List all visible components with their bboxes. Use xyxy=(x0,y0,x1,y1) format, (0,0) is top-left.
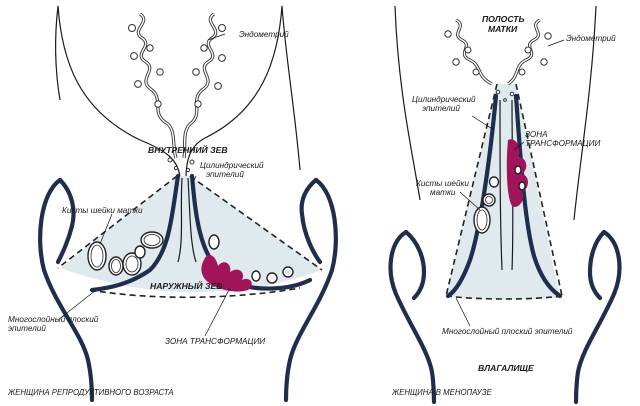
right-transformation-cysts xyxy=(514,165,526,191)
right-caption: ЖЕНЩИНА В МЕНОПАУЗЕ xyxy=(391,388,493,397)
right-fornix-right xyxy=(587,229,607,301)
right-fornix-left xyxy=(403,229,427,301)
left-label-squamous-1: Многослойный плоский xyxy=(8,315,99,324)
left-gland-left xyxy=(136,12,178,159)
right-label-endometrium: Эндометрий xyxy=(566,34,616,43)
left-vaginal-wall-left xyxy=(38,177,95,403)
left-zone-dash-left xyxy=(57,175,178,269)
right-label-zone-2: ТРАНСФОРМАЦИИ xyxy=(525,139,600,148)
right-label-squamous: Многослойный плоский эпителий xyxy=(442,327,573,336)
right-label-columnar-2: эпителий xyxy=(422,104,460,113)
left-transformation-cysts xyxy=(208,234,294,284)
left-label-columnar-2: эпителий xyxy=(206,170,244,179)
left-canal-lumen xyxy=(177,177,197,263)
right-canal-left xyxy=(445,93,499,299)
left-caption: ЖЕНЩИНА РЕПРОДУКТИВНОГО ВОЗРАСТА xyxy=(7,388,174,397)
left-zone-dash-right xyxy=(189,175,323,271)
left-body-contour-left xyxy=(54,5,61,101)
left-ptr-transformation xyxy=(204,287,231,337)
left-ptr-columnar xyxy=(191,175,197,185)
left-body-contour-right xyxy=(281,5,301,171)
right-ptr-zone xyxy=(513,141,525,151)
left-cysts xyxy=(87,231,164,276)
left-fornix-left xyxy=(55,177,76,265)
left-ptr-squamous xyxy=(57,289,97,321)
right-uterus-outline-right xyxy=(573,5,597,221)
left-label-squamous-2: эпителий xyxy=(8,324,46,333)
right-ptr-cysts xyxy=(459,191,481,211)
left-gland-right xyxy=(182,12,218,159)
right-zone-dash-right xyxy=(515,83,563,297)
left-label-endometrium: Эндометрий xyxy=(239,30,289,39)
right-ptr-squamous xyxy=(455,297,471,327)
right-uterus-outline-left xyxy=(394,5,421,201)
right-label-zone-1: ЗОНА xyxy=(525,130,548,139)
right-cysts xyxy=(473,176,500,234)
right-label-cysts-1: Кисты шейки xyxy=(416,179,469,188)
left-label-internal-os: ВНУТРЕННИЙ ЗЕВ xyxy=(148,144,228,155)
right-zone-dash-left xyxy=(445,83,498,297)
right-ptr-columnar xyxy=(471,115,495,131)
left-ptr-cysts xyxy=(99,213,113,245)
right-vaginal-wall-right xyxy=(573,229,622,405)
right-label-cysts-2: матки xyxy=(430,188,456,197)
right-label-cavity-1: ПОЛОСТЬ xyxy=(482,14,525,24)
left-label-transformation: ЗОНА ТРАНСФОРМАЦИИ xyxy=(165,337,265,346)
left-zone-dash-bottom xyxy=(89,287,301,299)
left-transformation-zone xyxy=(201,254,252,292)
left-gland-right-lumen xyxy=(183,13,217,159)
right-diagram: ПОЛОСТЬ МАТКИ Эндометрий Цилиндрический … xyxy=(388,5,622,405)
right-label-columnar-1: Цилиндрический xyxy=(412,95,476,104)
left-fornix-right xyxy=(299,177,323,265)
left-diagram: Эндометрий ВНУТРЕННИЙ ЗЕВ Цилиндрический… xyxy=(7,5,338,403)
left-ptr-endometrium xyxy=(207,33,226,41)
left-vaginal-wall-right xyxy=(283,177,338,403)
right-ptr-endometrium xyxy=(547,39,565,47)
left-canal-left xyxy=(89,173,181,293)
left-label-columnar-1: Цилиндрический xyxy=(200,161,264,170)
left-gland-left-lumen xyxy=(137,13,177,159)
right-label-vagina: ВЛАГАЛИЩЕ xyxy=(478,363,534,373)
left-label-cysts: Кисты шейки матки xyxy=(62,206,143,215)
right-canal-right xyxy=(513,93,563,299)
left-uterus-outline xyxy=(57,5,283,181)
right-gland-cells xyxy=(444,30,552,102)
right-zone-dash-bottom xyxy=(445,295,563,300)
right-label-cavity-2: МАТКИ xyxy=(488,24,518,34)
left-gland-cells xyxy=(128,24,226,173)
right-vaginal-wall-left xyxy=(388,229,437,405)
right-cervical-zone xyxy=(446,84,560,300)
left-label-external-os: НАРУЖНЫЙ ЗЕВ xyxy=(150,280,222,291)
